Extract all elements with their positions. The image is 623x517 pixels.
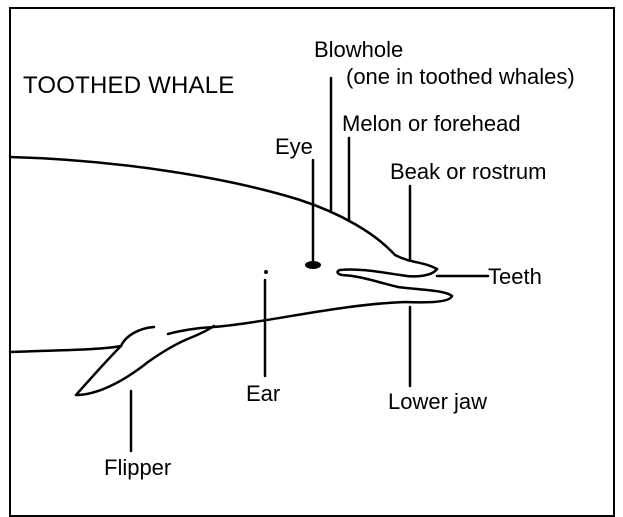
- whale-diagram: TOOTHED WHALE Blowhole (one in toothed w…: [0, 0, 623, 506]
- ear-mark: [264, 270, 268, 274]
- label-flipper: Flipper: [104, 457, 171, 479]
- eye-mark: [305, 261, 321, 269]
- label-blowhole-note: (one in toothed whales): [346, 66, 575, 88]
- label-teeth: Teeth: [488, 266, 542, 288]
- label-ear: Ear: [246, 383, 280, 405]
- whale-belly-outline: [10, 346, 121, 352]
- label-eye: Eye: [275, 136, 313, 158]
- label-blowhole: Blowhole: [314, 39, 403, 61]
- label-lower-jaw: Lower jaw: [388, 391, 487, 413]
- label-beak: Beak or rostrum: [390, 161, 547, 183]
- diagram-title: TOOTHED WHALE: [23, 74, 235, 98]
- upper-jaw-outline: [338, 269, 452, 296]
- label-melon: Melon or forehead: [342, 113, 521, 135]
- flipper-leading-edge: [121, 327, 154, 346]
- flipper-outline: [76, 326, 214, 395]
- whale-back-outline: [10, 157, 437, 269]
